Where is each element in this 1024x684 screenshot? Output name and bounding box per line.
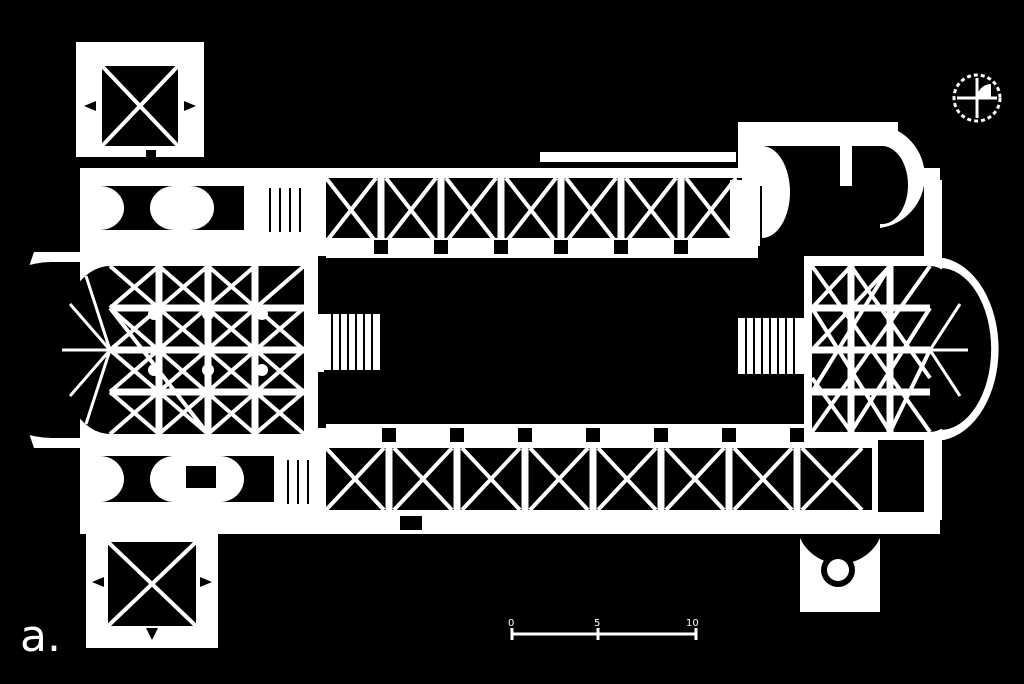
east-steps [738,318,804,374]
north-arcade-piers [322,238,758,258]
south-aisle-vaults [324,446,864,512]
crossing-walls [262,152,760,530]
scale-bar: 0 5 10 [508,618,699,640]
west-choir-vaults [62,264,306,436]
scale-label-0: 0 [508,618,514,629]
south-arcade-piers [322,424,878,446]
west-apse-windows [16,268,52,432]
north-arrow-icon [952,73,1002,123]
south-aisle [318,440,878,516]
scale-label-10: 10 [686,618,699,629]
north-aisle-vaults [324,176,738,244]
east-choir-vaults [810,264,968,434]
east-transept-chapels [762,146,908,510]
west-tower-north [76,42,204,166]
west-steps [324,314,380,370]
scale-label-5: 5 [594,618,600,629]
west-tower-south [86,520,218,648]
panel-label: a. [20,611,61,662]
